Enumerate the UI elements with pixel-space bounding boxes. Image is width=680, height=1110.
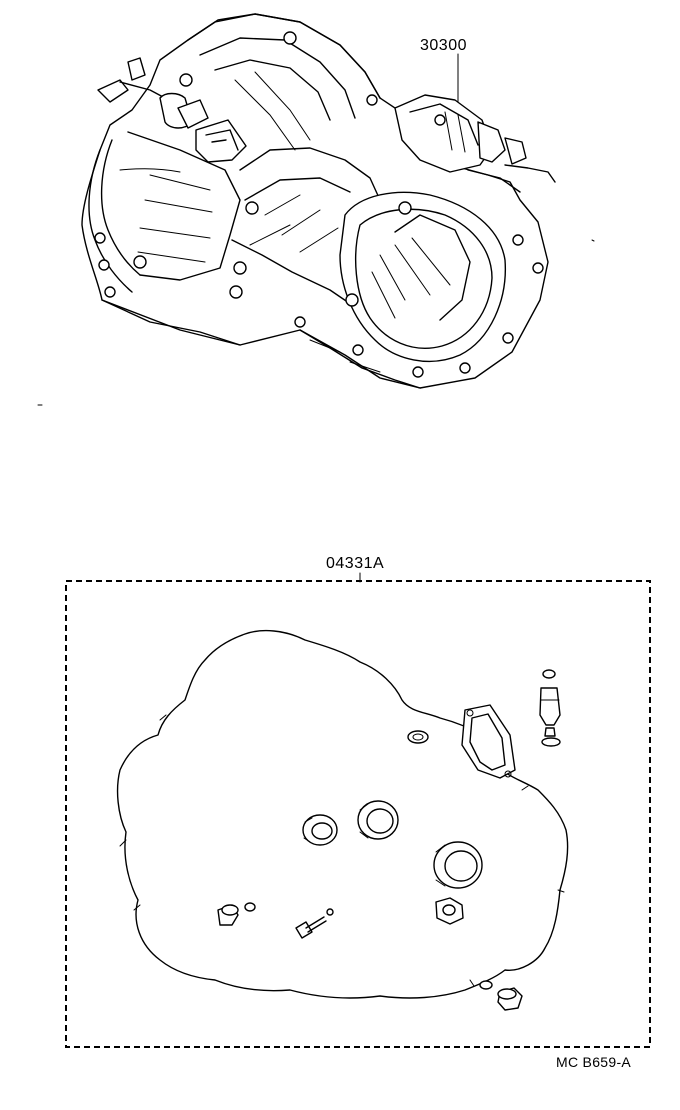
gasket-kit-frame [65, 580, 651, 1048]
transaxle-assembly[interactable] [81, 13, 556, 389]
extension-gasket[interactable] [461, 704, 516, 779]
drain-plug-left[interactable] [217, 902, 256, 926]
bolt[interactable] [295, 908, 334, 939]
label-04331a[interactable]: 04331A [326, 555, 384, 572]
oil-seal-small[interactable] [302, 814, 338, 846]
oil-seal-medium[interactable] [357, 800, 399, 840]
label-04331a-group: 04331A [326, 555, 384, 583]
breather-plug[interactable] [539, 669, 561, 747]
label-30300[interactable]: 30300 [420, 37, 467, 54]
illustration-code: MC B659-A [556, 1054, 631, 1070]
stray-mark [591, 239, 595, 242]
case-gasket[interactable] [116, 629, 569, 999]
filler-plug[interactable] [435, 897, 464, 925]
o-ring-top[interactable] [407, 730, 429, 744]
label-30300-group: 30300 [420, 37, 467, 103]
drain-plug-right[interactable] [479, 980, 523, 1011]
oil-seal-large[interactable] [433, 841, 483, 889]
